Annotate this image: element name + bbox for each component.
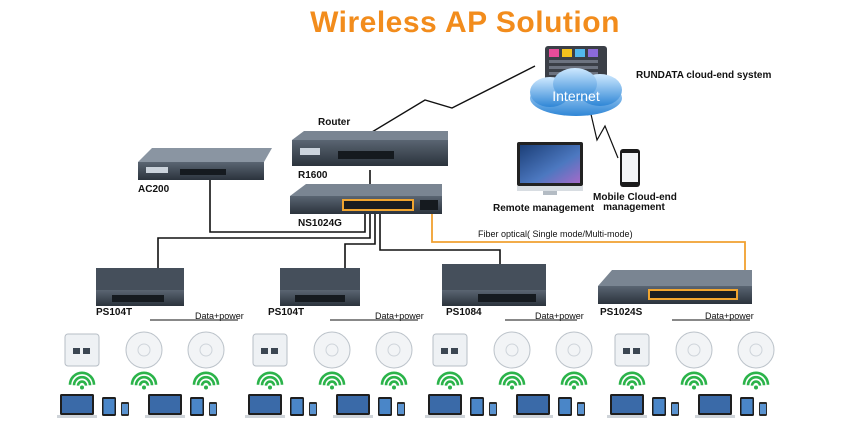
router-model-label: R1600: [298, 170, 328, 181]
page-title: Wireless AP Solution: [310, 6, 620, 39]
phone-icon: [121, 402, 129, 416]
controller-ac200-icon: [138, 148, 272, 180]
phone-icon: [309, 402, 317, 416]
laptop-icon: [695, 394, 735, 418]
ap-ceiling-icon: [493, 331, 531, 369]
access-switch-label-2: PS1084: [446, 307, 482, 318]
access-switch-label-0: PS104T: [96, 307, 133, 318]
tablet-icon: [470, 397, 484, 416]
mobile-phone-icon: [620, 149, 640, 187]
data-power-label-3: Data+power: [705, 311, 754, 321]
mobile-management-line1: Mobile Cloud-end: [593, 192, 677, 203]
mobile-management-line2: management: [603, 202, 665, 213]
phone-icon: [759, 402, 767, 416]
ap-ceiling-icon: [313, 331, 351, 369]
internet-cloud-icon: [530, 68, 622, 116]
access-switch-ps1024s-icon: [598, 270, 752, 304]
ap-ceiling-icon: [125, 331, 163, 369]
core-switch-ns1024g-icon: [290, 184, 442, 214]
wifi-icon: [192, 371, 220, 390]
laptop-icon: [145, 394, 185, 418]
core-to-ps1084-link: [379, 214, 501, 265]
access-switch-label-1: PS104T: [268, 307, 305, 318]
data-power-label-0: Data+power: [195, 311, 244, 321]
phone-icon: [577, 402, 585, 416]
laptop-icon: [245, 394, 285, 418]
access-switch-label-3: PS1024S: [600, 307, 643, 318]
wifi-icon: [680, 371, 708, 390]
wifi-icon: [130, 371, 158, 390]
router-r1600-icon: [292, 131, 448, 166]
fiber-label: Fiber optical( Single mode/Multi-mode): [478, 229, 633, 239]
wifi-icon: [618, 371, 646, 390]
cloud-to-mobile-link: [589, 109, 619, 159]
ap-ceiling-icon: [675, 331, 713, 369]
internet-label: Internet: [552, 88, 600, 104]
wifi-icon: [68, 371, 96, 390]
ac-to-core-link: [209, 180, 366, 233]
access-points: [64, 331, 775, 369]
wifi-icon: [498, 371, 526, 390]
laptop-icon: [57, 394, 97, 418]
data-power-label-1: Data+power: [375, 311, 424, 321]
access-switch-ps1084-icon: [442, 264, 546, 306]
monitor-icon: [517, 142, 583, 195]
cloud-system-label: RUNDATA cloud-end system: [636, 70, 772, 81]
phone-icon: [671, 402, 679, 416]
wifi-icon: [256, 371, 284, 390]
laptop-icon: [333, 394, 373, 418]
tablet-icon: [102, 397, 116, 416]
access-switch-ps104t-a-icon: [96, 268, 184, 306]
wifi-signals: [68, 371, 770, 390]
cabling: [157, 65, 619, 268]
ac-model-label: AC200: [138, 184, 170, 195]
fiber-link: [431, 214, 746, 270]
core-to-ps104t-b-link: [344, 214, 376, 268]
laptop-icon: [513, 394, 553, 418]
ap-wall-icon: [64, 333, 100, 367]
router-label: Router: [318, 117, 351, 128]
tablet-icon: [740, 397, 754, 416]
data-power-label-2: Data+power: [535, 311, 584, 321]
wifi-icon: [560, 371, 588, 390]
internet-uplink: [371, 65, 536, 133]
ap-dome-icon: [737, 331, 775, 369]
ap-dome-icon: [555, 331, 593, 369]
core-to-ps104t-a-link: [157, 214, 371, 268]
client-devices: [57, 394, 767, 418]
mobile-management-label: Mobile Cloud-end management: [593, 192, 677, 213]
tablet-icon: [290, 397, 304, 416]
phone-icon: [397, 402, 405, 416]
wifi-icon: [318, 371, 346, 390]
phone-icon: [209, 402, 217, 416]
ap-wall-icon: [252, 333, 288, 367]
tablet-icon: [190, 397, 204, 416]
tablet-icon: [378, 397, 392, 416]
wifi-icon: [380, 371, 408, 390]
ap-dome-icon: [187, 331, 225, 369]
core-switch-label: NS1024G: [298, 218, 342, 229]
ap-wall-icon: [432, 333, 468, 367]
access-switch-ps104t-b-icon: [280, 268, 360, 306]
wifi-icon: [742, 371, 770, 390]
laptop-icon: [607, 394, 647, 418]
tablet-icon: [652, 397, 666, 416]
phone-icon: [489, 402, 497, 416]
tablet-icon: [558, 397, 572, 416]
remote-management-label: Remote management: [493, 203, 595, 214]
laptop-icon: [425, 394, 465, 418]
wifi-icon: [436, 371, 464, 390]
ap-wall-icon: [614, 333, 650, 367]
ap-dome-icon: [375, 331, 413, 369]
